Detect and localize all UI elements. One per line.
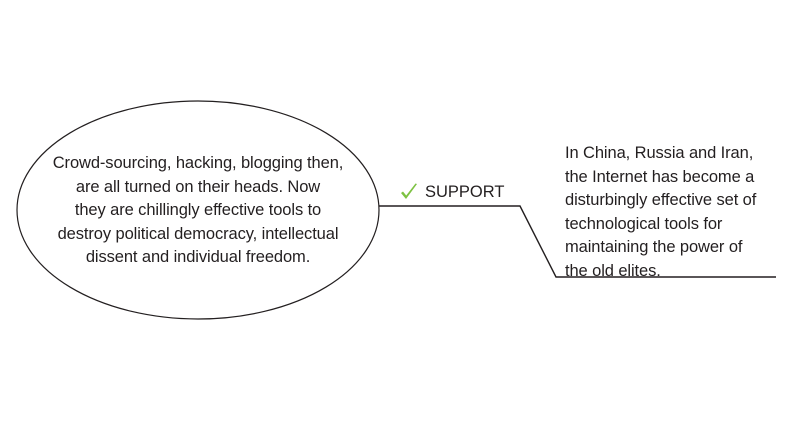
claim-line: destroy political democracy, intellectua… [57,224,339,243]
claim-line: are all turned on their heads. Now [75,177,321,196]
premise-line: disturbingly effective set of [565,191,757,209]
support-connector-line [379,205,776,278]
checkmark-icon [401,183,417,199]
claim-line: dissent and individual freedom. [85,248,311,266]
premise-line: maintaining the power of [565,238,743,256]
premise-line: technological tools for [565,214,723,233]
support-label: SUPPORT [425,183,505,201]
premise-line: the old elites. [565,261,661,280]
premise-line: the Internet has become a [565,167,755,186]
premise-line: In China, Russia and Iran, [565,144,754,162]
premise-text: In China, Russia and Iran, the Internet … [565,142,781,283]
claim-line: they are chillingly effective tools to [74,201,322,219]
support-relation: SUPPORT [399,182,504,202]
claim-ellipse [16,100,380,320]
claim-text: Crowd-sourcing, hacking, blogging then, … [26,152,370,270]
claim-line: Crowd-sourcing, hacking, blogging then, [52,154,344,172]
